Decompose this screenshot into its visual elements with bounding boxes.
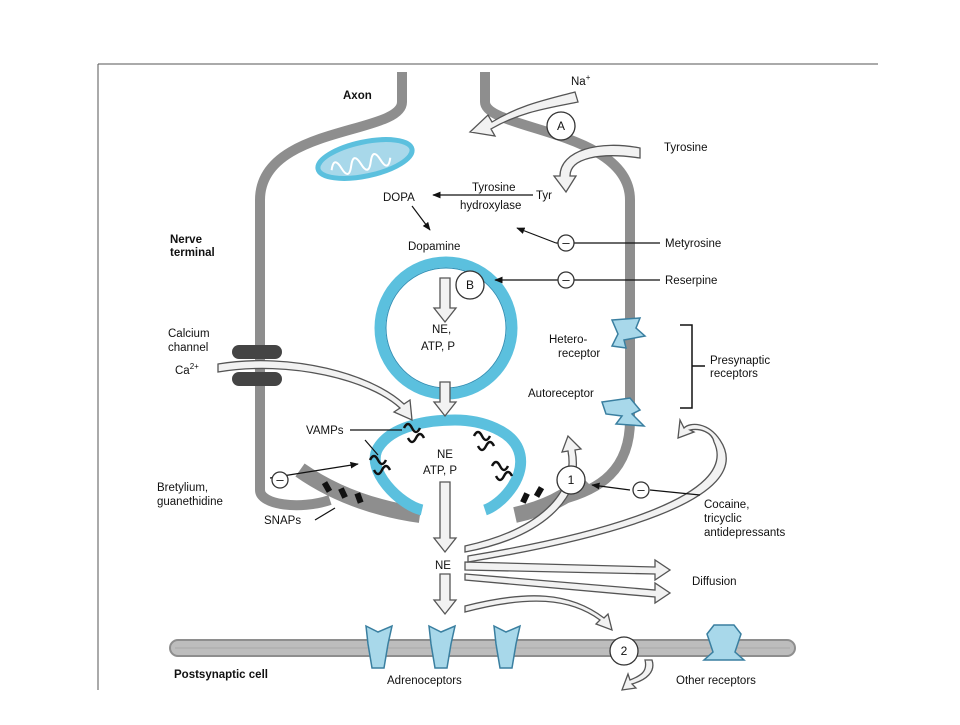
autoreceptor-icon xyxy=(601,397,646,427)
marker-a-text: A xyxy=(557,119,565,133)
tyrosine-hydroxylase-label-2: hydroxylase xyxy=(460,200,521,212)
reserpine-inhibit-marker xyxy=(557,271,575,289)
cocaine-label-2: tricyclic xyxy=(704,513,742,525)
marker-b-text: B xyxy=(466,278,474,292)
calcium-channel xyxy=(232,345,282,386)
vesicle2-label-2: ATP, P xyxy=(423,465,457,477)
bretylium-label-1: Bretylium, xyxy=(157,482,208,494)
cocaine-label-3: antidepressants xyxy=(704,527,785,539)
autoreceptor-label: Autoreceptor xyxy=(528,388,594,400)
fusing-vesicle xyxy=(369,414,527,516)
cocaine-inhibit-marker xyxy=(632,481,650,499)
calcium-channel-label-1: Calcium xyxy=(168,328,210,340)
postsynaptic-cell-label: Postsynaptic cell xyxy=(174,669,268,681)
nerve-terminal-label-1: Nerve xyxy=(170,234,202,246)
vesicle1-label-1: NE, xyxy=(432,324,451,336)
cocaine-label-1: Cocaine, xyxy=(704,499,749,511)
calcium-channel-label-2: channel xyxy=(168,342,208,354)
metabolism-2-marker xyxy=(609,636,639,666)
transporter-a-marker xyxy=(546,111,576,141)
adrenoceptors-icons xyxy=(365,624,746,669)
presynaptic-label-2: receptors xyxy=(710,368,758,380)
adrenoceptors-label: Adrenoceptors xyxy=(387,675,462,687)
heteroreceptor-label-2: receptor xyxy=(558,348,600,360)
presynaptic-label-1: Presynaptic xyxy=(710,355,770,367)
postsynaptic-membrane xyxy=(169,639,796,657)
nerve-terminal-label-2: terminal xyxy=(170,247,215,259)
vamps-label: VAMPs xyxy=(306,425,344,437)
na-label: Na+ xyxy=(571,73,591,88)
marker-2-text: 2 xyxy=(621,644,628,658)
marker-circles xyxy=(271,111,650,666)
vamp-snare-complexes xyxy=(368,422,514,482)
axon-label: Axon xyxy=(343,90,372,102)
other-receptors-label: Other receptors xyxy=(676,675,756,687)
heteroreceptor-label-1: Hetero- xyxy=(549,334,588,346)
ne-label: NE xyxy=(435,560,451,572)
vmat-b-marker xyxy=(455,270,485,300)
reserpine-minus: – xyxy=(562,272,570,287)
metyrosine-inhibit-marker xyxy=(557,234,575,252)
mitochondrion-icon xyxy=(315,137,415,181)
heteroreceptor-icon xyxy=(610,317,647,349)
tyrosine-hydroxylase-label-1: Tyrosine xyxy=(472,182,515,194)
marker-1-text: 1 xyxy=(568,473,575,487)
ca-label: Ca2+ xyxy=(175,362,199,377)
bretylium-label-2: guanethidine xyxy=(157,496,223,508)
snaps-label: SNAPs xyxy=(264,515,301,527)
dopa-label: DOPA xyxy=(383,192,415,204)
tyrosine-label: Tyrosine xyxy=(664,142,707,154)
vesicle2-label-1: NE xyxy=(437,449,453,461)
presynaptic-bracket xyxy=(680,324,693,409)
bretylium-minus: – xyxy=(276,472,284,487)
diffusion-label: Diffusion xyxy=(692,576,737,588)
vesicle1-label-2: ATP, P xyxy=(421,341,455,353)
net-1-marker xyxy=(556,465,586,495)
snap-complexes xyxy=(321,481,545,504)
hollow-arrows xyxy=(217,91,727,691)
cocaine-minus: – xyxy=(637,482,645,497)
metyrosine-label: Metyrosine xyxy=(665,238,721,250)
dopamine-label: Dopamine xyxy=(408,241,460,253)
tyr-label: Tyr xyxy=(536,190,552,202)
metyrosine-minus: – xyxy=(562,235,570,250)
reserpine-label: Reserpine xyxy=(665,275,717,287)
bretylium-inhibit-marker xyxy=(271,471,289,489)
